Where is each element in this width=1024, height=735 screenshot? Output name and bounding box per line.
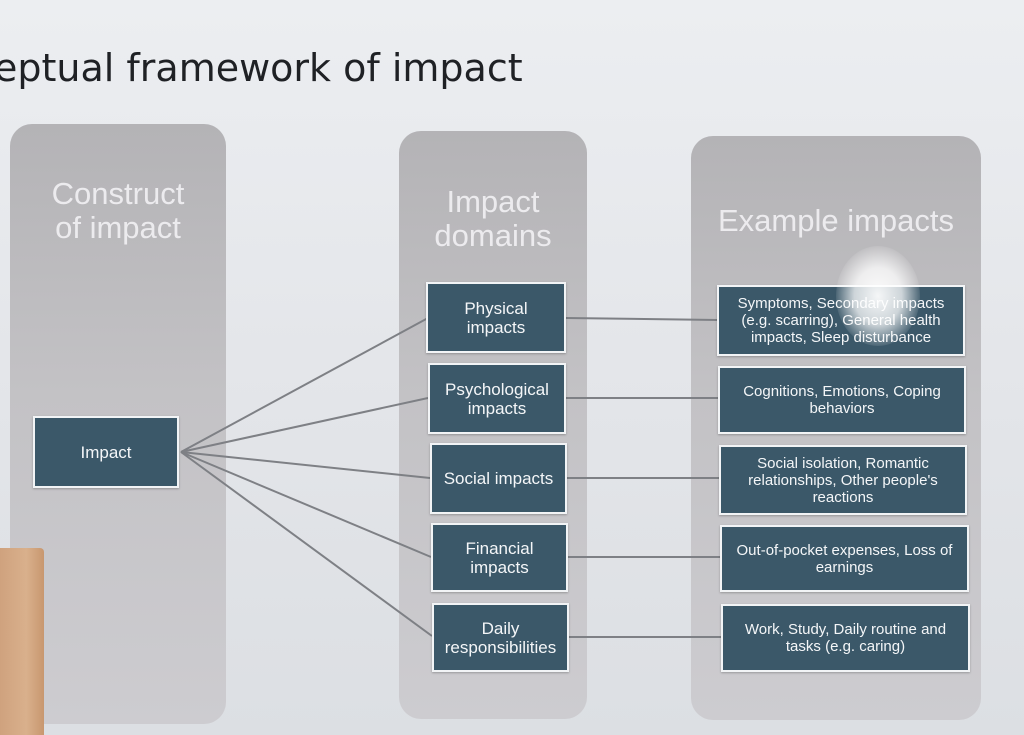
slide-title: eptual framework of impact [0, 46, 523, 90]
domains-heading: Impact domains [399, 185, 587, 253]
domains-heading-line2: domains [434, 218, 552, 253]
examples-heading-line: Example impacts [717, 203, 955, 238]
examples-heading: Example impacts [691, 204, 981, 238]
foreground-hand [0, 548, 44, 735]
example-box-financial: Out-of-pocket expenses, Loss of earnings [720, 525, 969, 592]
example-box-daily: Work, Study, Daily routine and tasks (e.… [721, 604, 970, 672]
domain-box-financial: Financial impacts [431, 523, 568, 592]
construct-heading: Construct of impact [10, 177, 226, 245]
example-box-physical: Symptoms, Secondary impacts (e.g. scarri… [717, 285, 965, 356]
connector-impact-physical [180, 317, 429, 453]
domain-box-daily: Daily responsibilities [432, 603, 569, 672]
connector-impact-financial [180, 451, 432, 558]
connector-impact-daily [180, 451, 433, 637]
domains-heading-line1: Impact [446, 184, 540, 219]
domain-box-psychological: Psychological impacts [428, 363, 566, 434]
impact-box: Impact [33, 416, 179, 488]
example-box-psychological: Cognitions, Emotions, Coping behaviors [718, 366, 966, 434]
construct-heading-line2: of impact [55, 210, 181, 245]
connector-impact-social [180, 451, 431, 479]
example-box-social: Social isolation, Romantic relationships… [719, 445, 967, 515]
connector-physical-example [565, 317, 719, 321]
connector-impact-psychological [180, 397, 429, 453]
domain-box-physical: Physical impacts [426, 282, 566, 353]
construct-heading-line1: Construct [51, 176, 185, 211]
domain-box-social: Social impacts [430, 443, 567, 514]
